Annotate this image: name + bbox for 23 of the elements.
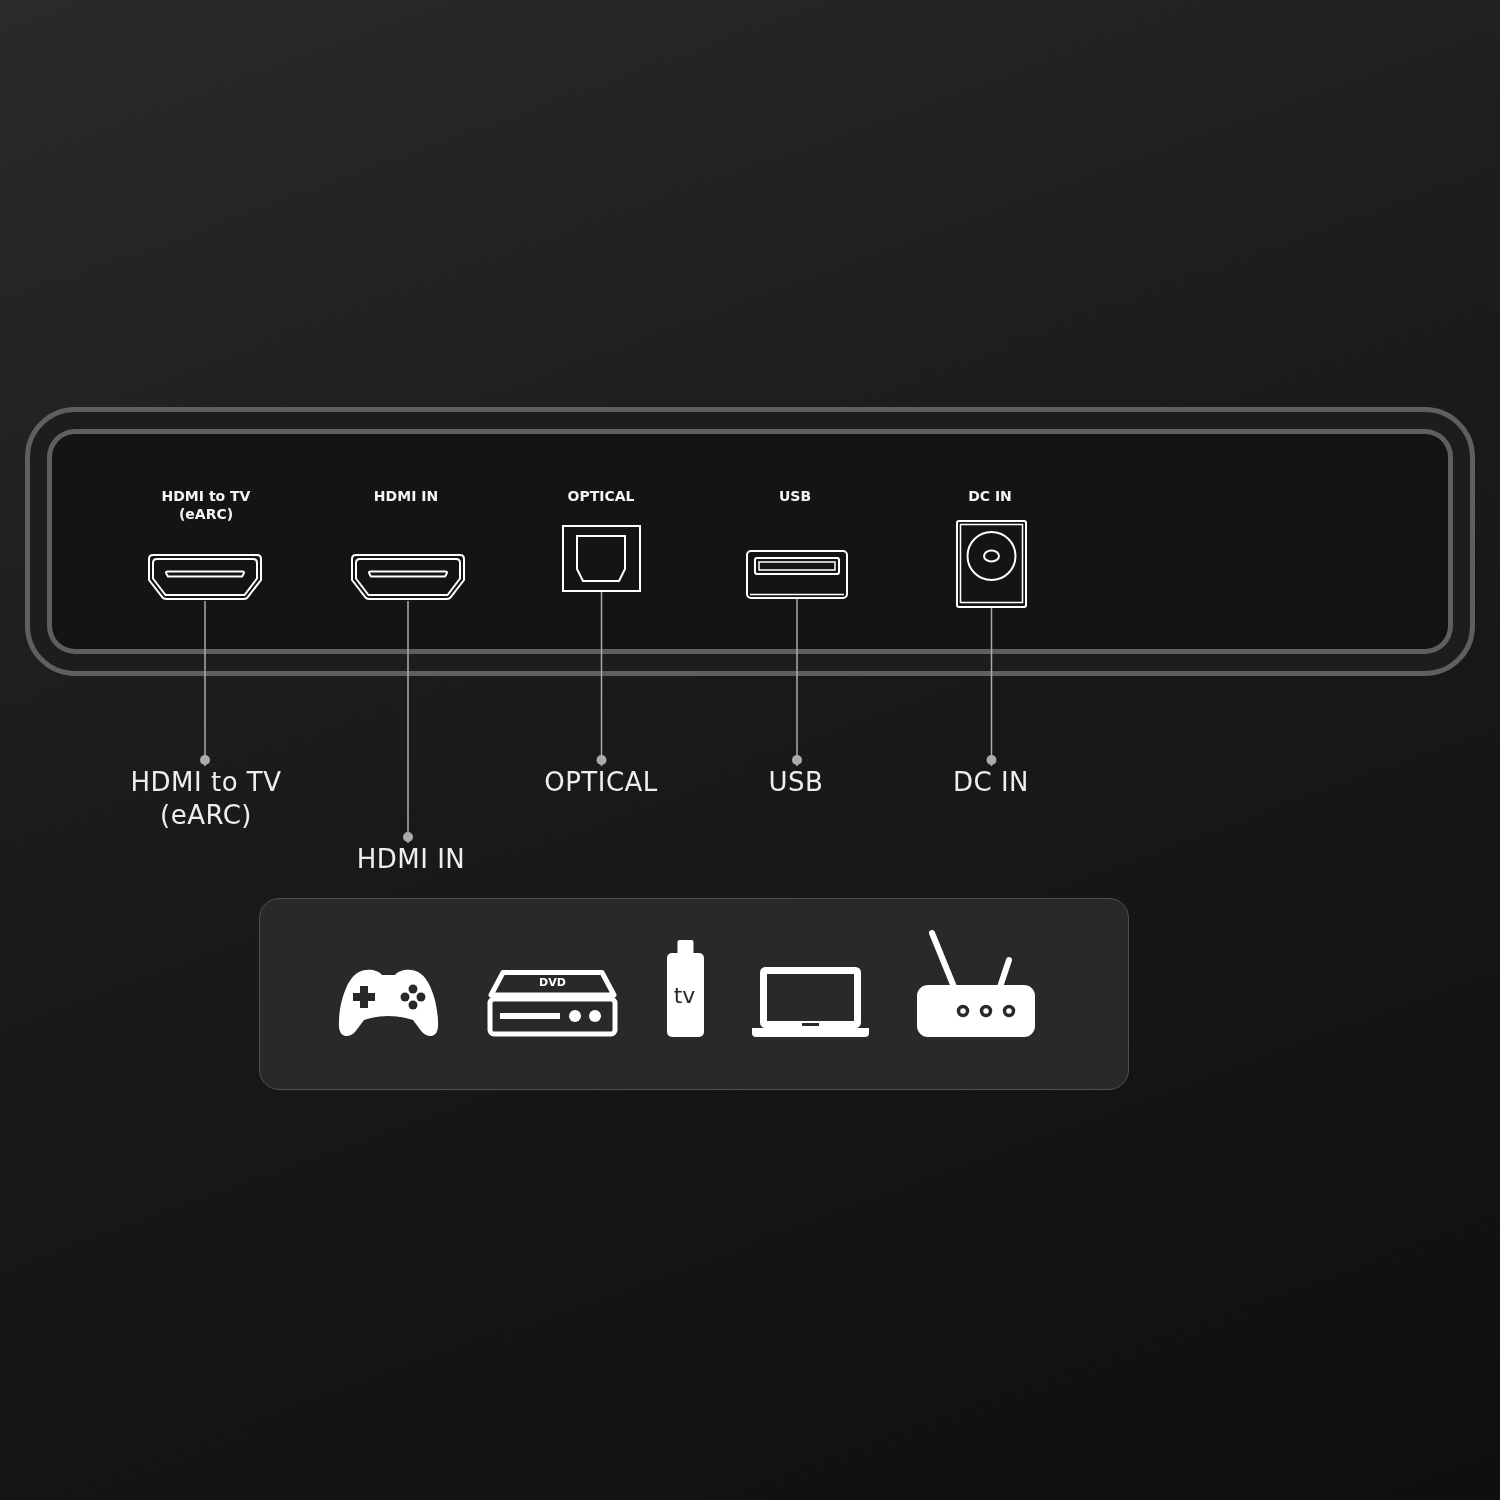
- port-heading: DC IN: [967, 487, 1013, 505]
- leader-line: [792, 598, 802, 767]
- optical-port-icon: [562, 525, 641, 592]
- hdmi-port-icon: [147, 553, 263, 601]
- leader-line: [403, 600, 413, 844]
- port-heading: OPTICAL: [567, 487, 635, 505]
- port-label: OPTICAL: [543, 766, 659, 799]
- leader-line: [596, 591, 607, 767]
- port-label: USB: [768, 766, 824, 799]
- port-label: HDMI to TV (eARC): [130, 766, 282, 832]
- usb-port-icon: [746, 550, 848, 599]
- hdmi-port-icon: [350, 553, 466, 601]
- port-heading: HDMI IN: [373, 487, 439, 505]
- leader-line: [986, 607, 997, 767]
- soundbar-panel: [25, 407, 1475, 676]
- port-label: DC IN: [952, 766, 1030, 799]
- device-label: tv: [673, 982, 696, 1009]
- port-label: HDMI IN: [356, 843, 466, 876]
- port-heading: HDMI to TV (eARC): [161, 487, 251, 523]
- power-jack-icon: [956, 520, 1027, 608]
- device-label: DVD: [538, 975, 567, 989]
- port-heading: USB: [778, 487, 812, 505]
- leader-line: [200, 600, 210, 767]
